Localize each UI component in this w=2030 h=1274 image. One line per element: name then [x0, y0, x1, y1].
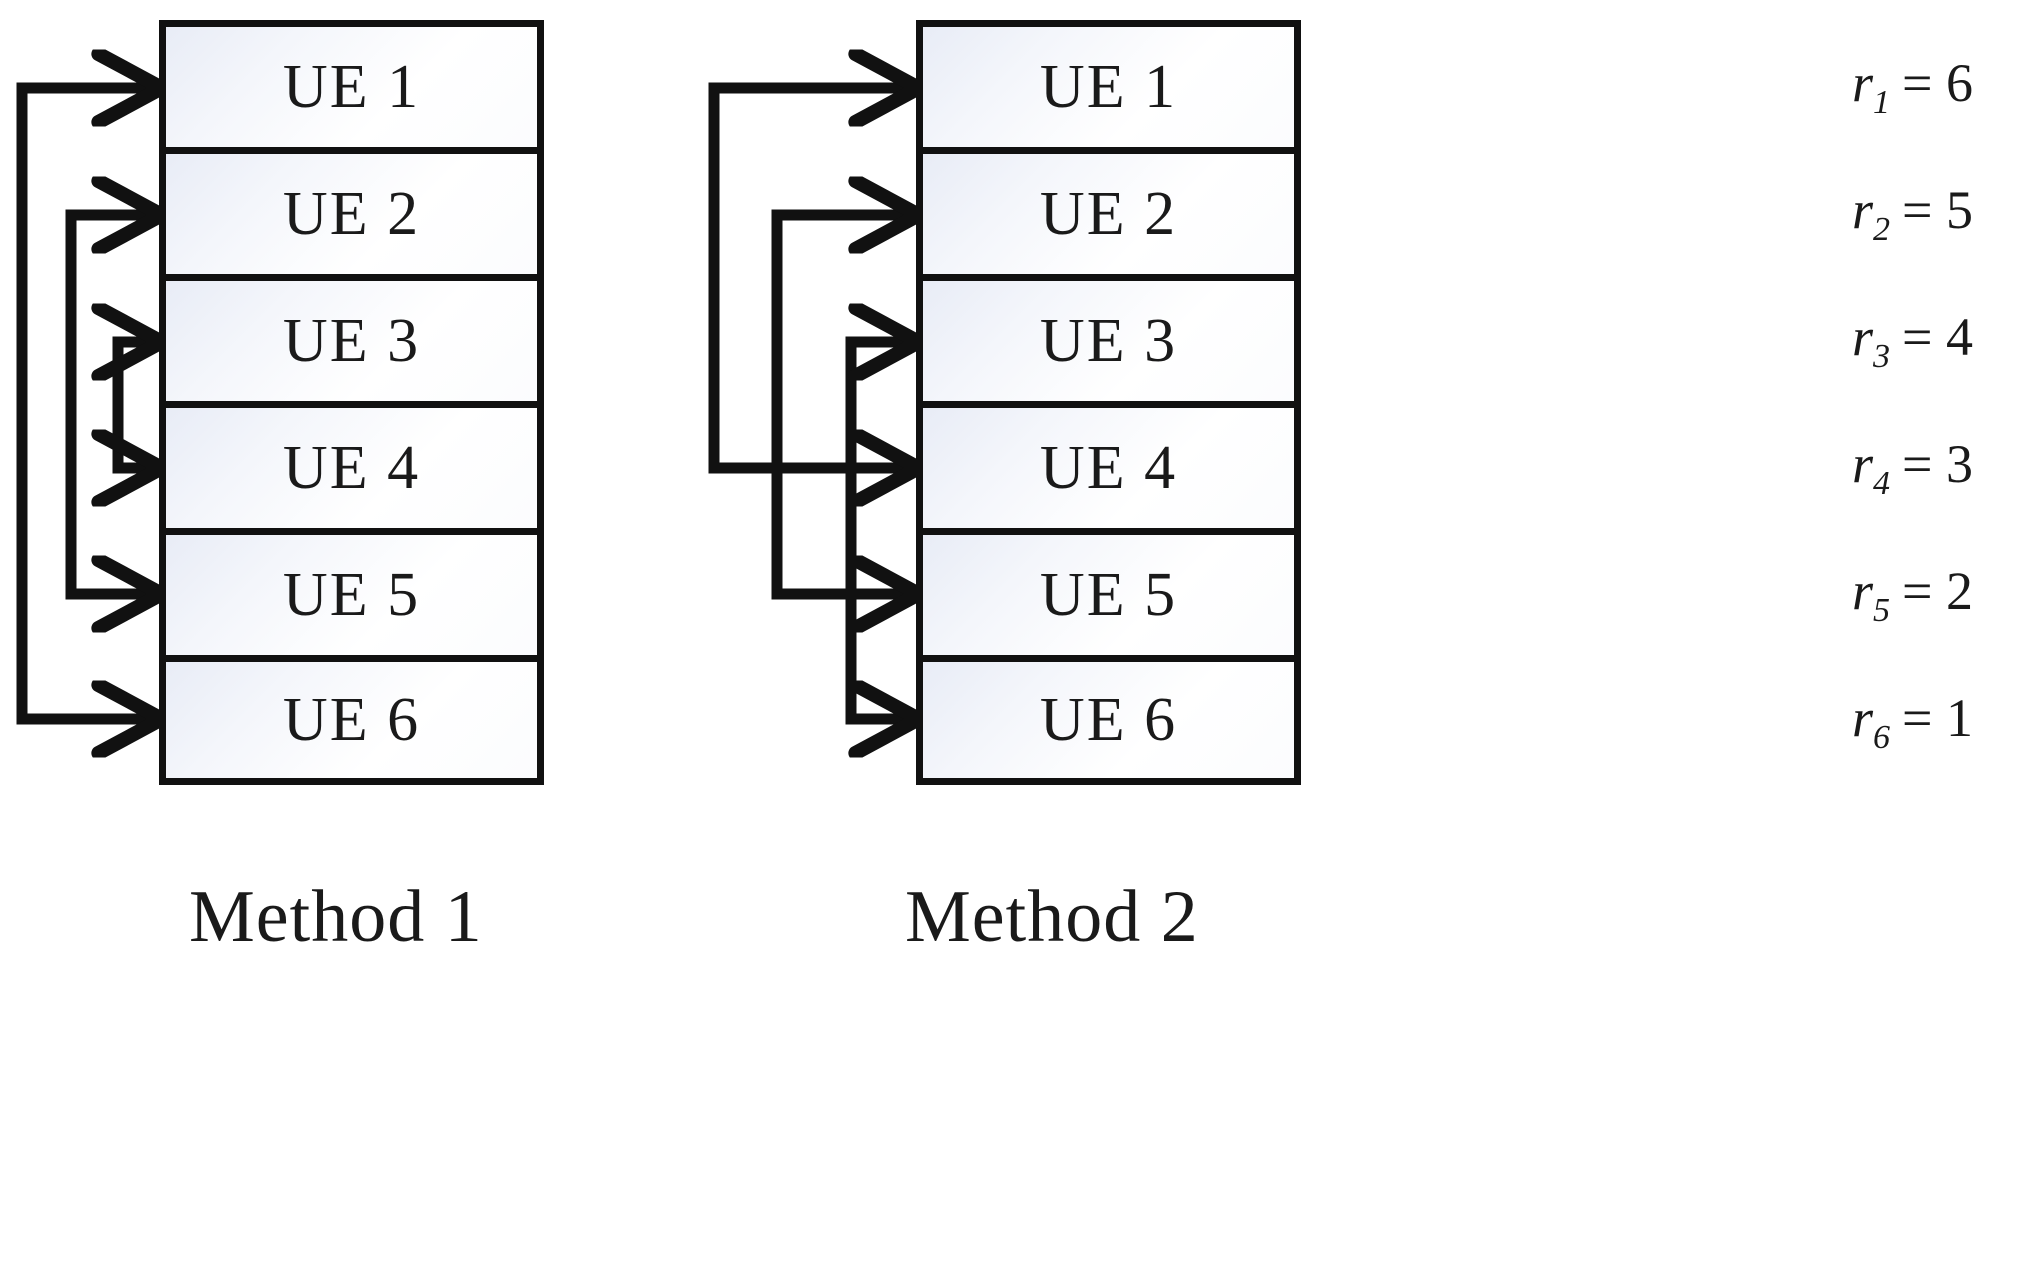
ue-box-label: UE 6: [282, 686, 421, 754]
rate-value: 2: [1945, 561, 1973, 621]
rate-label-r4: r4 = 3: [1852, 433, 1973, 503]
ue-box-label: UE 3: [282, 307, 421, 375]
rate-symbol: r: [1852, 307, 1874, 367]
method-2-ue-box-4[interactable]: UE 4: [923, 408, 1294, 535]
method-1-link-ue2-ue5: [65, 215, 159, 594]
method-1-ue-box-3[interactable]: UE 3: [166, 281, 537, 408]
method-1-link-ue3-ue4: [118, 342, 159, 468]
rate-label-r2: r2 = 5: [1852, 179, 1973, 249]
method-2-caption: Method 2: [905, 876, 1199, 958]
ue-box-label: UE 3: [1039, 307, 1178, 375]
rate-value: 6: [1945, 53, 1973, 113]
method-1-connectors: [16, 88, 159, 719]
rate-symbol: r: [1852, 53, 1874, 113]
rate-symbol: r: [1852, 561, 1874, 621]
method-2-ue-box-5[interactable]: UE 5: [923, 535, 1294, 662]
rate-subscript: 2: [1873, 210, 1891, 248]
rate-equals: =: [1902, 180, 1933, 240]
rate-label-r1: r1 = 6: [1852, 52, 1973, 122]
ue-box-label: UE 1: [1039, 53, 1178, 121]
method-1-ue-box-4[interactable]: UE 4: [166, 408, 537, 535]
rate-value: 5: [1945, 180, 1973, 240]
method-2-link-ue1-ue4: [708, 88, 916, 468]
method-1-ue-box-6[interactable]: UE 6: [166, 662, 537, 778]
method-1-caption: Method 1: [189, 876, 483, 958]
rate-subscript: 6: [1873, 718, 1891, 756]
rate-value: 1: [1945, 688, 1973, 748]
rate-value: 3: [1945, 434, 1973, 494]
method-1-ue-box-1[interactable]: UE 1: [166, 27, 537, 154]
rate-label-r5: r5 = 2: [1852, 560, 1973, 630]
ue-box-label: UE 4: [1039, 434, 1178, 502]
method-2-ue-box-3[interactable]: UE 3: [923, 281, 1294, 408]
rate-equals: =: [1902, 561, 1933, 621]
ue-box-label: UE 1: [282, 53, 421, 121]
rate-subscript: 3: [1873, 337, 1891, 375]
rate-label-r6: r6 = 1: [1852, 687, 1973, 757]
rate-equals: =: [1902, 307, 1933, 367]
method-1-ue-box-5[interactable]: UE 5: [166, 535, 537, 662]
rate-equals: =: [1902, 688, 1933, 748]
ue-box-label: UE 4: [282, 434, 421, 502]
rate-label-r3: r3 = 4: [1852, 306, 1973, 376]
method-2-ue-box-6[interactable]: UE 6: [923, 662, 1294, 778]
rate-symbol: r: [1852, 180, 1874, 240]
ue-box-label: UE 5: [1039, 561, 1178, 629]
method-1-link-ue1-ue6: [16, 88, 159, 719]
method-1-ue-box-2[interactable]: UE 2: [166, 154, 537, 281]
method-2-ue-stack: UE 1 UE 2 UE 3 UE 4 UE 5 UE 6: [916, 20, 1301, 785]
rate-symbol: r: [1852, 688, 1874, 748]
rate-equals: =: [1902, 434, 1933, 494]
method-2-ue-box-2[interactable]: UE 2: [923, 154, 1294, 281]
rate-subscript: 1: [1873, 83, 1891, 121]
rate-equals: =: [1902, 53, 1933, 113]
ue-box-label: UE 2: [282, 180, 421, 248]
ue-box-label: UE 2: [1039, 180, 1178, 248]
rate-value: 4: [1945, 307, 1973, 367]
method-2-connectors: [708, 88, 916, 719]
ue-box-label: UE 5: [282, 561, 421, 629]
rate-subscript: 5: [1873, 591, 1891, 629]
rate-symbol: r: [1852, 434, 1874, 494]
ue-box-label: UE 6: [1039, 686, 1178, 754]
method-2-link-ue3-ue6: [845, 342, 916, 719]
method-2-link-ue2-ue5: [771, 215, 916, 594]
method-1-ue-stack: UE 1 UE 2 UE 3 UE 4 UE 5 UE 6: [159, 20, 544, 785]
rate-subscript: 4: [1873, 464, 1891, 502]
method-2-ue-box-1[interactable]: UE 1: [923, 27, 1294, 154]
